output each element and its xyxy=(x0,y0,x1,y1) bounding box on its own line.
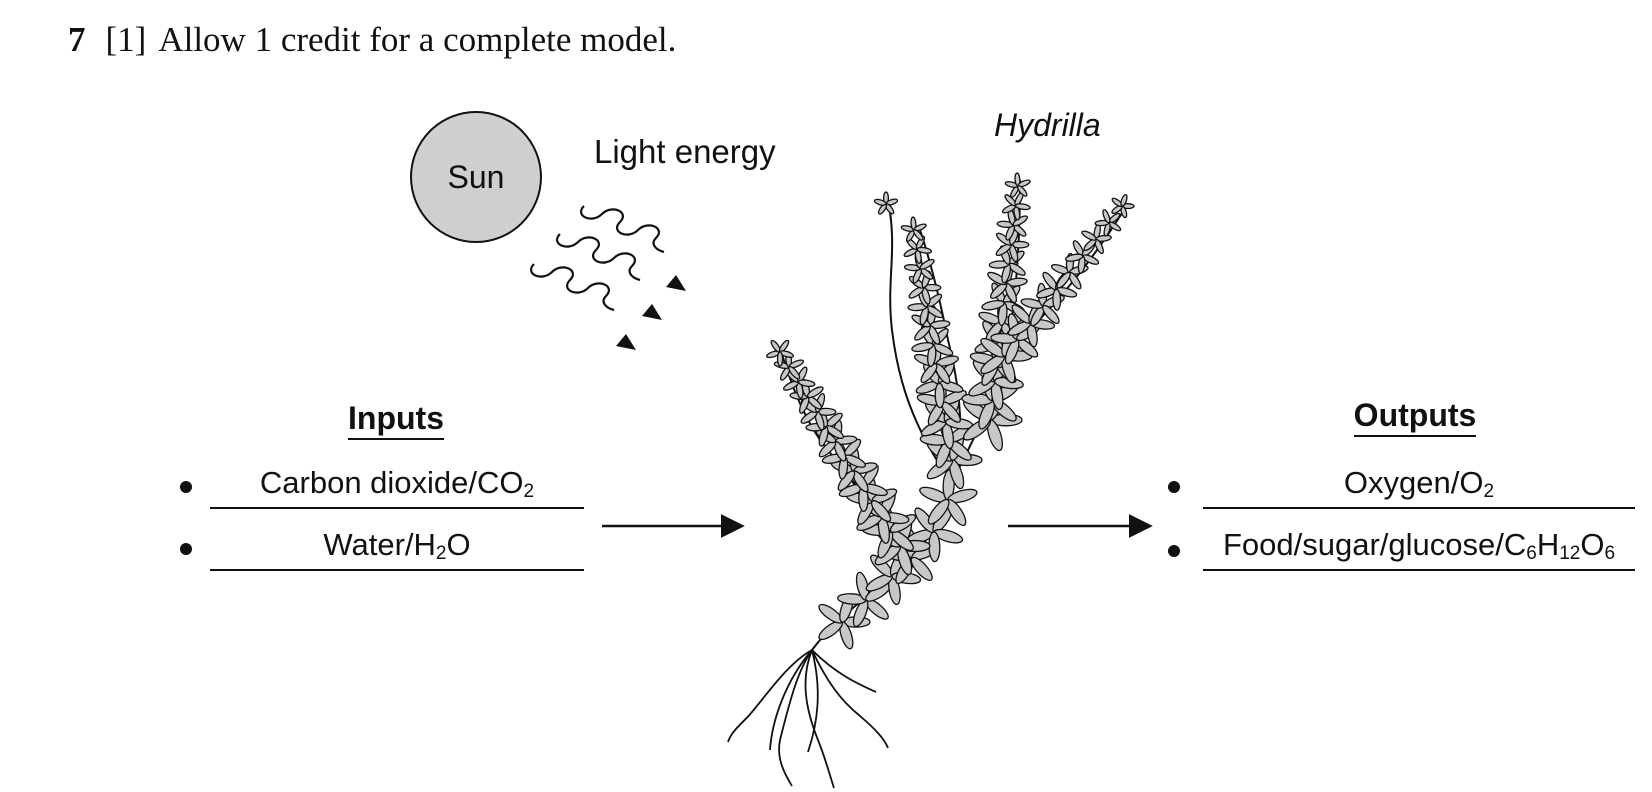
marking-instruction: Allow 1 credit for a complete model. xyxy=(158,20,677,59)
leaf xyxy=(920,363,938,384)
leaf xyxy=(911,342,934,353)
output-2-text-c: O xyxy=(1580,527,1605,562)
outputs-heading-text: Outputs xyxy=(1353,397,1477,437)
output-bullet-2 xyxy=(1168,545,1180,557)
outputs-heading: Outputs xyxy=(1200,397,1630,437)
input-answer-2: Water/H2O xyxy=(210,521,584,571)
input-answer-1: Carbon dioxide/CO2 xyxy=(210,459,584,509)
leaf xyxy=(927,498,950,525)
output-2-sub-c: 6 xyxy=(1604,543,1616,564)
input-2-text: Water/H xyxy=(323,527,436,562)
leaf xyxy=(1065,253,1084,262)
plant-name-label: Hydrilla xyxy=(994,107,1101,143)
light-energy-label: Light energy xyxy=(594,133,776,170)
output-2-sub-a: 6 xyxy=(1526,543,1537,564)
output-1-subscript: 2 xyxy=(1483,481,1495,502)
leaf xyxy=(873,198,887,206)
hydrilla-plant-drawing xyxy=(727,172,1135,789)
output-answer-2: Food/sugar/glucose/C6H12O6 xyxy=(1203,521,1635,571)
arrowhead-ray-1 xyxy=(666,275,686,291)
plant-roots xyxy=(727,649,889,789)
leaf xyxy=(1016,185,1028,197)
leaf xyxy=(806,386,824,399)
leaf xyxy=(1120,193,1128,207)
output-1-text: Oxygen/O xyxy=(1343,465,1484,500)
light-ray-2 xyxy=(556,233,641,282)
light-rays xyxy=(530,205,665,312)
input-1-text: Carbon dioxide/CO xyxy=(259,465,524,500)
arrowhead-ray-2 xyxy=(642,304,662,320)
input-bullet-1 xyxy=(180,481,192,493)
plant-leaves xyxy=(766,172,1135,650)
output-bullet-1 xyxy=(1168,481,1180,493)
output-2-text-b: H xyxy=(1536,527,1560,562)
input-1-subscript: 2 xyxy=(523,481,535,502)
leaf xyxy=(776,351,784,367)
leaf xyxy=(870,500,892,523)
output-2-sub-b: 12 xyxy=(1559,543,1581,564)
input-2-tail: O xyxy=(446,527,471,562)
answer-header: 7 [1] Allow 1 credit for a complete model. xyxy=(68,18,676,62)
sun-label: Sun xyxy=(447,158,505,195)
leaf xyxy=(788,365,801,380)
leaf xyxy=(919,258,935,270)
output-answer-1: Oxygen/O2 xyxy=(1203,459,1635,509)
light-ray-3 xyxy=(530,263,615,312)
leaf xyxy=(1042,304,1060,325)
leaf xyxy=(1081,230,1097,241)
leaf xyxy=(910,556,933,582)
leaf xyxy=(1102,209,1111,224)
leaf xyxy=(981,299,1005,311)
inputs-heading: Inputs xyxy=(210,400,582,440)
sun: Sun xyxy=(410,111,542,243)
output-2-text-a: Food/sugar/glucose/C xyxy=(1222,527,1527,562)
light-ray-arrowheads xyxy=(616,275,686,350)
leaf xyxy=(797,379,816,388)
light-ray-1 xyxy=(580,205,665,254)
inputs-heading-text: Inputs xyxy=(348,400,444,440)
arrowhead-ray-3 xyxy=(616,334,636,350)
input-bullet-2 xyxy=(180,543,192,555)
leaf xyxy=(1052,288,1062,311)
leaf xyxy=(916,246,933,254)
input-2-subscript: 2 xyxy=(435,543,447,564)
leaf xyxy=(1015,203,1031,211)
question-number: 7 xyxy=(68,20,86,59)
mark-value: [1] xyxy=(105,20,147,59)
leaf xyxy=(1056,271,1071,289)
leaf xyxy=(912,229,924,241)
leaf xyxy=(934,382,945,409)
